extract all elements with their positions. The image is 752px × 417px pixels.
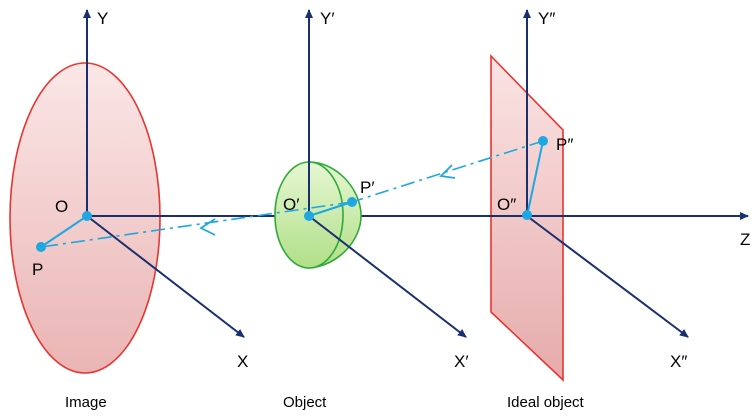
z-axis-label: Z [740,230,750,249]
object-point-dot [347,197,357,207]
ray-arrow-1 [439,164,456,179]
ideal-origin-dot [522,210,532,220]
object-point-connector [308,201,353,217]
object-point-label: P′ [360,178,375,197]
object-origin-dot [304,211,314,221]
image-y-label: Y [97,9,108,28]
object-x-label: X′ [454,352,469,371]
image-point-dot [36,242,46,252]
ideal-x-axis [526,215,689,338]
object-lens [274,161,362,269]
image-x-label: X [237,352,248,371]
object-caption: Object [283,394,327,411]
image-point-label: P [32,260,43,279]
image-caption: Image [65,394,107,411]
object-y-label: Y′ [320,9,335,28]
light-ray [40,140,544,248]
ideal-point-connector [526,140,544,217]
object-origin-label: O′ [283,195,299,214]
ideal-point-label: P″ [556,135,573,154]
image-origin-label: O [55,197,68,216]
image-x-axis [86,215,245,338]
image-origin-dot [82,211,92,221]
ideal-y-label: Y″ [538,9,555,28]
image-point-connector [40,215,88,248]
ideal-point-dot [538,136,548,146]
object-x-axis [308,215,467,338]
ray-arrow-2 [199,218,216,236]
ideal-origin-label: O″ [497,195,516,214]
ideal-x-label: X″ [670,352,687,371]
ideal-object-caption: Ideal object [507,394,585,411]
